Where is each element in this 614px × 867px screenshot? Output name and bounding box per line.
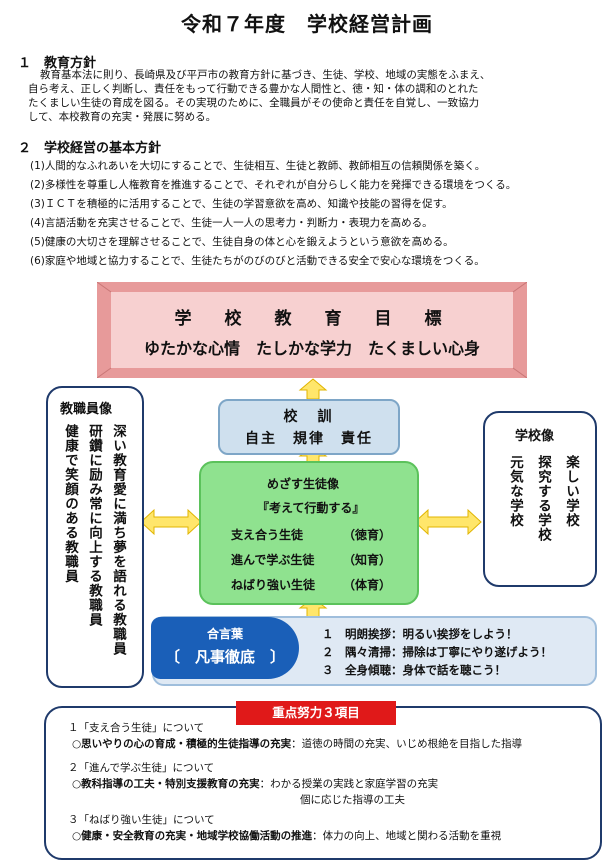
staff-title: 教職員像 xyxy=(60,402,113,417)
management-item: (6)家庭や地域と協力することで、生徒たちがのびのびと活動できる安全で安心な環境… xyxy=(30,255,485,267)
management-item: (3)ＩＣＴを積極的に活用することで、生徒の学習意欲を高め、知識や技能の習得を促… xyxy=(30,198,453,210)
focus-tag: 重点努力３項目 xyxy=(236,701,396,725)
management-item: (1)人間的なふれあいを大切にすることで、生徒相互、生徒と教師、教師相互の信頼関… xyxy=(30,160,486,172)
management-item: (4)言語活動を充実させることで、生徒一人一人の思考力・判断力・表現力を高める。 xyxy=(30,217,433,229)
watchwords-label: 合言葉 〔 凡事徹底 〕 xyxy=(151,617,299,679)
student-trait-area: （知育） xyxy=(343,553,392,567)
focus-detail-text: ：道徳の時間の充実、いじめ根絶を目指した指導 xyxy=(291,738,523,750)
student-trait-area: （体育） xyxy=(343,578,392,592)
school-ideal: 楽しい学校 xyxy=(563,455,579,528)
watchword-item: １ 明朗挨拶：明るい挨拶をしよう！ xyxy=(322,627,518,641)
student-trait-area: （徳育） xyxy=(343,528,392,542)
student-trait: ねばり強い生徒 xyxy=(231,578,316,592)
watchwords-label-text: 合言葉 xyxy=(206,627,243,641)
focus-detail-bold: ○思いやりの心の育成・積極的生徒指導の充実 xyxy=(72,738,292,750)
school-motto-box: 校 訓 自主 規律 責任 xyxy=(218,399,400,455)
focus-heading: ３「ねばり強い生徒」について xyxy=(68,814,215,826)
policy-heading: １ 教育方針 xyxy=(18,56,97,71)
student-slogan: 『考えて行動する』 xyxy=(257,501,365,515)
goal-heading: 学 校 教 育 目 標 xyxy=(174,309,450,329)
staff-ideal: 研鑽に励み常に向上する教職員 xyxy=(86,424,102,627)
watchwords-phrase: 〔 凡事徹底 〕 xyxy=(164,648,285,666)
watchword-item: ２ 隅々清掃：掃除は丁寧にやり遂げよう！ xyxy=(322,645,552,659)
management-item: (5)健康の大切さを理解させることで、生徒自身の体と心を鍛えようという意欲を高め… xyxy=(30,236,454,248)
staff-ideal: 深い教育愛に満ち夢を語れる教職員 xyxy=(110,424,126,656)
focus-detail: ○思いやりの心の育成・積極的生徒指導の充実：道徳の時間の充実、いじめ根絶を目指し… xyxy=(72,736,522,751)
school-title: 学校像 xyxy=(515,429,555,444)
student-trait: 進んで学ぶ生徒 xyxy=(231,553,315,567)
staff-box: 教職員像 深い教育愛に満ち夢を語れる教職員 研鑽に励み常に向上する教職員 健康で… xyxy=(46,386,144,688)
focus-box: １「支え合う生徒」について ○思いやりの心の育成・積極的生徒指導の充実：道徳の時… xyxy=(44,706,602,860)
focus-detail: ○健康・安全教育の充実・地域学校協働活動の推進：体力の向上、地域と関わる活動を重… xyxy=(72,828,501,843)
focus-heading: １「支え合う生徒」について xyxy=(68,722,205,734)
school-ideal: 探究する学校 xyxy=(535,455,551,542)
up-arrow-icon xyxy=(298,378,328,400)
student-ideal-title: めざす生徒像 xyxy=(267,477,340,491)
focus-heading: ２「進んで学ぶ生徒」について xyxy=(68,762,215,774)
policy-line: 自ら考え、正しく判断し、責任をもって行動できる豊かな人間性と、徳・知・体の調和の… xyxy=(28,83,479,95)
management-heading: ２ 学校経営の基本方針 xyxy=(18,141,162,156)
focus-detail-text: ：わかる授業の実践と家庭学習の充実 xyxy=(259,778,439,790)
school-ideal: 元気な学校 xyxy=(507,455,523,528)
motto-words: 自主 規律 責任 xyxy=(245,431,373,447)
staff-ideal: 健康で笑顔のある教職員 xyxy=(62,424,78,584)
motto-title: 校 訓 xyxy=(283,409,335,425)
focus-detail-bold: ○教科指導の工夫・特別支援教育の充実 xyxy=(72,778,260,790)
goal-banner-bevel xyxy=(97,282,527,378)
double-arrow-icon xyxy=(414,508,482,536)
management-item: (2)多様性を尊重し人権教育を推進することで、それぞれが自分らしく能力を発揮でき… xyxy=(30,179,517,191)
watchword-item: ３ 全身傾聴：身体で話を聴こう！ xyxy=(322,663,506,677)
double-arrow-icon xyxy=(140,508,202,536)
policy-line: して、本校教育の充実・発展に努める。 xyxy=(28,111,217,123)
focus-detail: ○教科指導の工夫・特別支援教育の充実：わかる授業の実践と家庭学習の充実 xyxy=(72,776,438,791)
goal-text: ゆたかな心情 たしかな学力 たくましい心身 xyxy=(143,339,480,358)
policy-line: たくましい生徒の育成を図る。その実現のために、全職員がその使命と責任を自覚し、一… xyxy=(28,97,480,109)
focus-detail-bold: ○健康・安全教育の充実・地域学校協働活動の推進 xyxy=(72,830,313,842)
focus-detail-text: ：体力の向上、地域と関わる活動を重視 xyxy=(312,830,502,842)
policy-line: 教育基本法に則り、長崎県及び平戸市の教育方針に基づき、生徒、学校、地域の実態をふ… xyxy=(40,69,491,81)
student-ideal-box: めざす生徒像 『考えて行動する』 支え合う生徒 （徳育） 進んで学ぶ生徒 （知育… xyxy=(199,461,419,605)
school-box: 学校像 楽しい学校 探究する学校 元気な学校 xyxy=(483,411,597,587)
page-title: 令和７年度 学校経営計画 xyxy=(181,12,433,36)
student-trait: 支え合う生徒 xyxy=(231,528,304,542)
focus-detail-extra: 個に応じた指導の工夫 xyxy=(300,794,405,806)
goal-banner: 学 校 教 育 目 標 ゆたかな心情 たしかな学力 たくましい心身 xyxy=(111,292,513,368)
